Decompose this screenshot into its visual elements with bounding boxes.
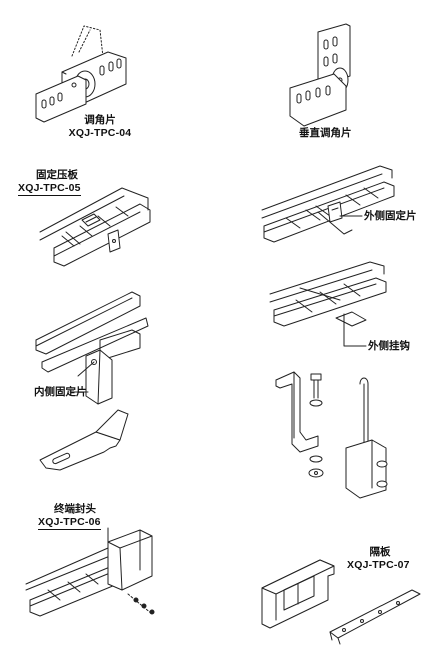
end-cap-drawing [26,528,154,616]
angle-plate-code: XQJ-TPC-04 [68,127,132,139]
vertical-angle-plate-drawing [290,24,350,126]
hanger-bolt-drawing [276,372,387,498]
fixed-pressure-plate-drawing [40,188,150,266]
fixed-pressure-plate-code: XQJ-TPC-05 [18,182,81,196]
outer-fixing-plate-drawing [262,166,394,242]
partition-drawing [262,560,420,644]
partition-name: 隔板 [369,546,391,558]
inner-fixing-plate-drawing [36,292,148,470]
angle-plate-drawing [36,26,126,122]
end-cap-name: 终端封头 [54,503,96,515]
partition-code: XQJ-TPC-07 [347,559,410,571]
outer-hook-name: 外侧挂钩 [368,340,410,352]
fixed-pressure-plate-name: 固定压板 [36,169,78,181]
outer-fixing-plate-name: 外侧固定片 [364,210,417,222]
vertical-angle-plate-name: 垂直调角片 [299,127,352,139]
angle-plate-name: 调角片 [84,114,116,126]
end-cap-code: XQJ-TPC-06 [38,516,101,530]
outer-hook-drawing [270,262,386,346]
inner-fixing-plate-name: 内侧固定片 [34,386,87,398]
